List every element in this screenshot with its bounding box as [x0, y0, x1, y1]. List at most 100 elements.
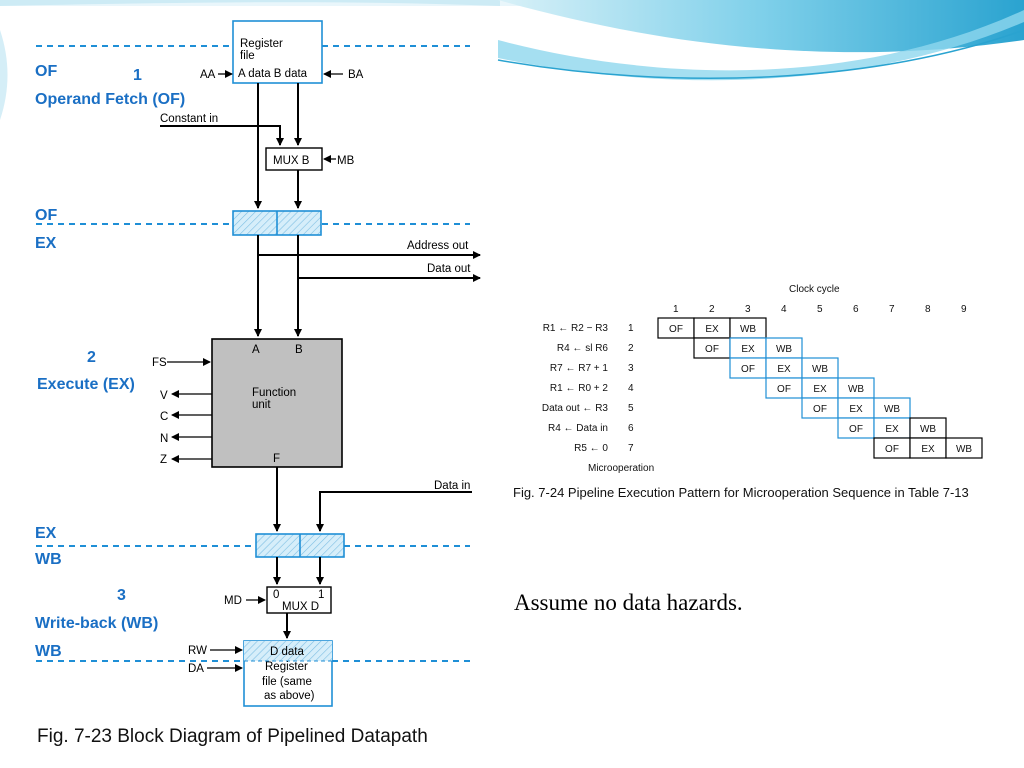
clock-cycle-title: Clock cycle — [789, 284, 840, 295]
stage-label-ex-low: EX — [35, 525, 57, 542]
stage-text-2-wb: WB — [776, 344, 792, 355]
stage-name-execute: Execute (EX) — [37, 376, 135, 393]
stage-text-6-wb: WB — [920, 424, 936, 435]
stage-text-1-wb: WB — [740, 324, 756, 335]
function-unit-box — [211, 338, 343, 468]
mb-signal: MB — [337, 155, 355, 167]
constant-in-label: Constant in — [160, 113, 218, 125]
z-flag: Z — [160, 454, 167, 466]
cycle-header-1: 1 — [673, 304, 679, 315]
mux-b-box — [265, 147, 323, 171]
microoperation-2: R4 ← sl R6 — [557, 343, 609, 354]
cycle-header-7: 7 — [889, 304, 895, 315]
header-swoosh — [0, 0, 1024, 120]
cycle-header-5: 5 — [817, 304, 823, 315]
microoperation-number-7: 7 — [628, 443, 634, 454]
microoperation-3: R7 ← R7 + 1 — [550, 363, 609, 374]
microoperation-footer: Microoperation — [588, 463, 654, 474]
d-register-as-above: as above) — [264, 690, 315, 702]
stage-name-operand-fetch: Operand Fetch (OF) — [35, 91, 185, 108]
left-figure-caption: Fig. 7-23 Block Diagram of Pipelined Dat… — [37, 726, 428, 747]
v-flag: V — [160, 390, 168, 402]
c-flag: C — [160, 411, 168, 423]
stage-text-5-of: OF — [813, 404, 827, 415]
stage-text-3-wb: WB — [812, 364, 828, 375]
stage-label-wb-bottom: WB — [35, 643, 62, 660]
stage-text-3-of: OF — [741, 364, 755, 375]
microoperation-4: R1 ← R0 + 2 — [550, 383, 609, 394]
rw-signal: RW — [188, 645, 207, 657]
mux-b-label: MUX B — [273, 155, 310, 167]
stage-text-1-ex: EX — [705, 324, 719, 335]
function-unit-label-1: Function — [252, 387, 296, 399]
mux-d-box — [266, 586, 332, 614]
stage-text-2-ex: EX — [741, 344, 755, 355]
stage-text-7-ex: EX — [921, 444, 935, 455]
stage-text-4-ex: EX — [813, 384, 827, 395]
pipelined-datapath-diagram: OF 1 Operand Fetch (OF) OF EX 2 Execute … — [35, 20, 481, 747]
stage-label-ex-mid: EX — [35, 235, 57, 252]
stage-text-1-of: OF — [669, 324, 683, 335]
right-figure-caption: Fig. 7-24 Pipeline Execution Pattern for… — [513, 485, 969, 500]
stage-text-4-wb: WB — [848, 384, 864, 395]
da-signal: DA — [188, 663, 204, 675]
microoperation-number-5: 5 — [628, 403, 634, 414]
register-file-label-1: Register — [240, 38, 283, 50]
stage-number-2: 2 — [87, 349, 96, 366]
stage-label-of-top: OF — [35, 63, 57, 80]
microoperation-5: Data out ← R3 — [542, 403, 609, 414]
cycle-header-4: 4 — [781, 304, 787, 315]
stage-number-3: 3 — [117, 587, 126, 604]
register-file-label-2: file — [240, 50, 255, 62]
cycle-header-2: 2 — [709, 304, 715, 315]
ba-signal: BA — [348, 69, 364, 81]
stage-text-3-ex: EX — [777, 364, 791, 375]
register-file-box — [232, 20, 323, 84]
stage-text-7-wb: WB — [956, 444, 972, 455]
stage-number-1: 1 — [133, 67, 142, 84]
microoperation-number-6: 6 — [628, 423, 634, 434]
fs-signal: FS — [152, 357, 167, 369]
microoperation-1: R1 ← R2 − R3 — [543, 323, 609, 334]
data-out-label: Data out — [427, 263, 471, 275]
cycle-header-8: 8 — [925, 304, 931, 315]
stage-label-wb-low: WB — [35, 551, 62, 568]
stage-label-of-mid: OF — [35, 207, 57, 224]
stage-text-5-wb: WB — [884, 404, 900, 415]
stage-text-2-of: OF — [705, 344, 719, 355]
mux-d-input-0: 0 — [273, 589, 279, 601]
stage-text-6-ex: EX — [885, 424, 899, 435]
mux-d-input-1: 1 — [318, 589, 324, 601]
register-file-ports: A data B data — [238, 68, 308, 80]
function-unit-a: A — [252, 344, 260, 356]
stage-text-6-of: OF — [849, 424, 863, 435]
d-register-file-same: file (same — [262, 676, 312, 688]
stage-text-5-ex: EX — [849, 404, 863, 415]
function-unit-label-2: unit — [252, 399, 271, 411]
stage-name-write-back: Write-back (WB) — [35, 615, 158, 632]
d-register-label: Register — [265, 661, 308, 673]
microoperation-7: R5 ← 0 — [574, 443, 608, 454]
microoperation-number-4: 4 — [628, 383, 634, 394]
d-data-label: D data — [270, 646, 304, 658]
microoperation-number-3: 3 — [628, 363, 634, 374]
md-signal: MD — [224, 595, 242, 607]
function-unit-b: B — [295, 344, 303, 356]
stage-cell-7-wb — [945, 437, 983, 459]
stage-text-7-of: OF — [885, 444, 899, 455]
cycle-header-9: 9 — [961, 304, 967, 315]
microoperation-6: R4 ← Data in — [548, 423, 608, 434]
assumption-note: Assume no data hazards. — [514, 590, 743, 615]
stage-text-4-of: OF — [777, 384, 791, 395]
function-unit-f: F — [273, 453, 280, 465]
cycle-header-3: 3 — [745, 304, 751, 315]
microoperation-number-2: 2 — [628, 343, 634, 354]
cycle-header-6: 6 — [853, 304, 859, 315]
aa-signal: AA — [200, 69, 216, 81]
address-out-label: Address out — [407, 240, 469, 252]
data-in-label: Data in — [434, 480, 470, 492]
mux-d-label: MUX D — [282, 601, 319, 613]
n-flag: N — [160, 433, 168, 445]
